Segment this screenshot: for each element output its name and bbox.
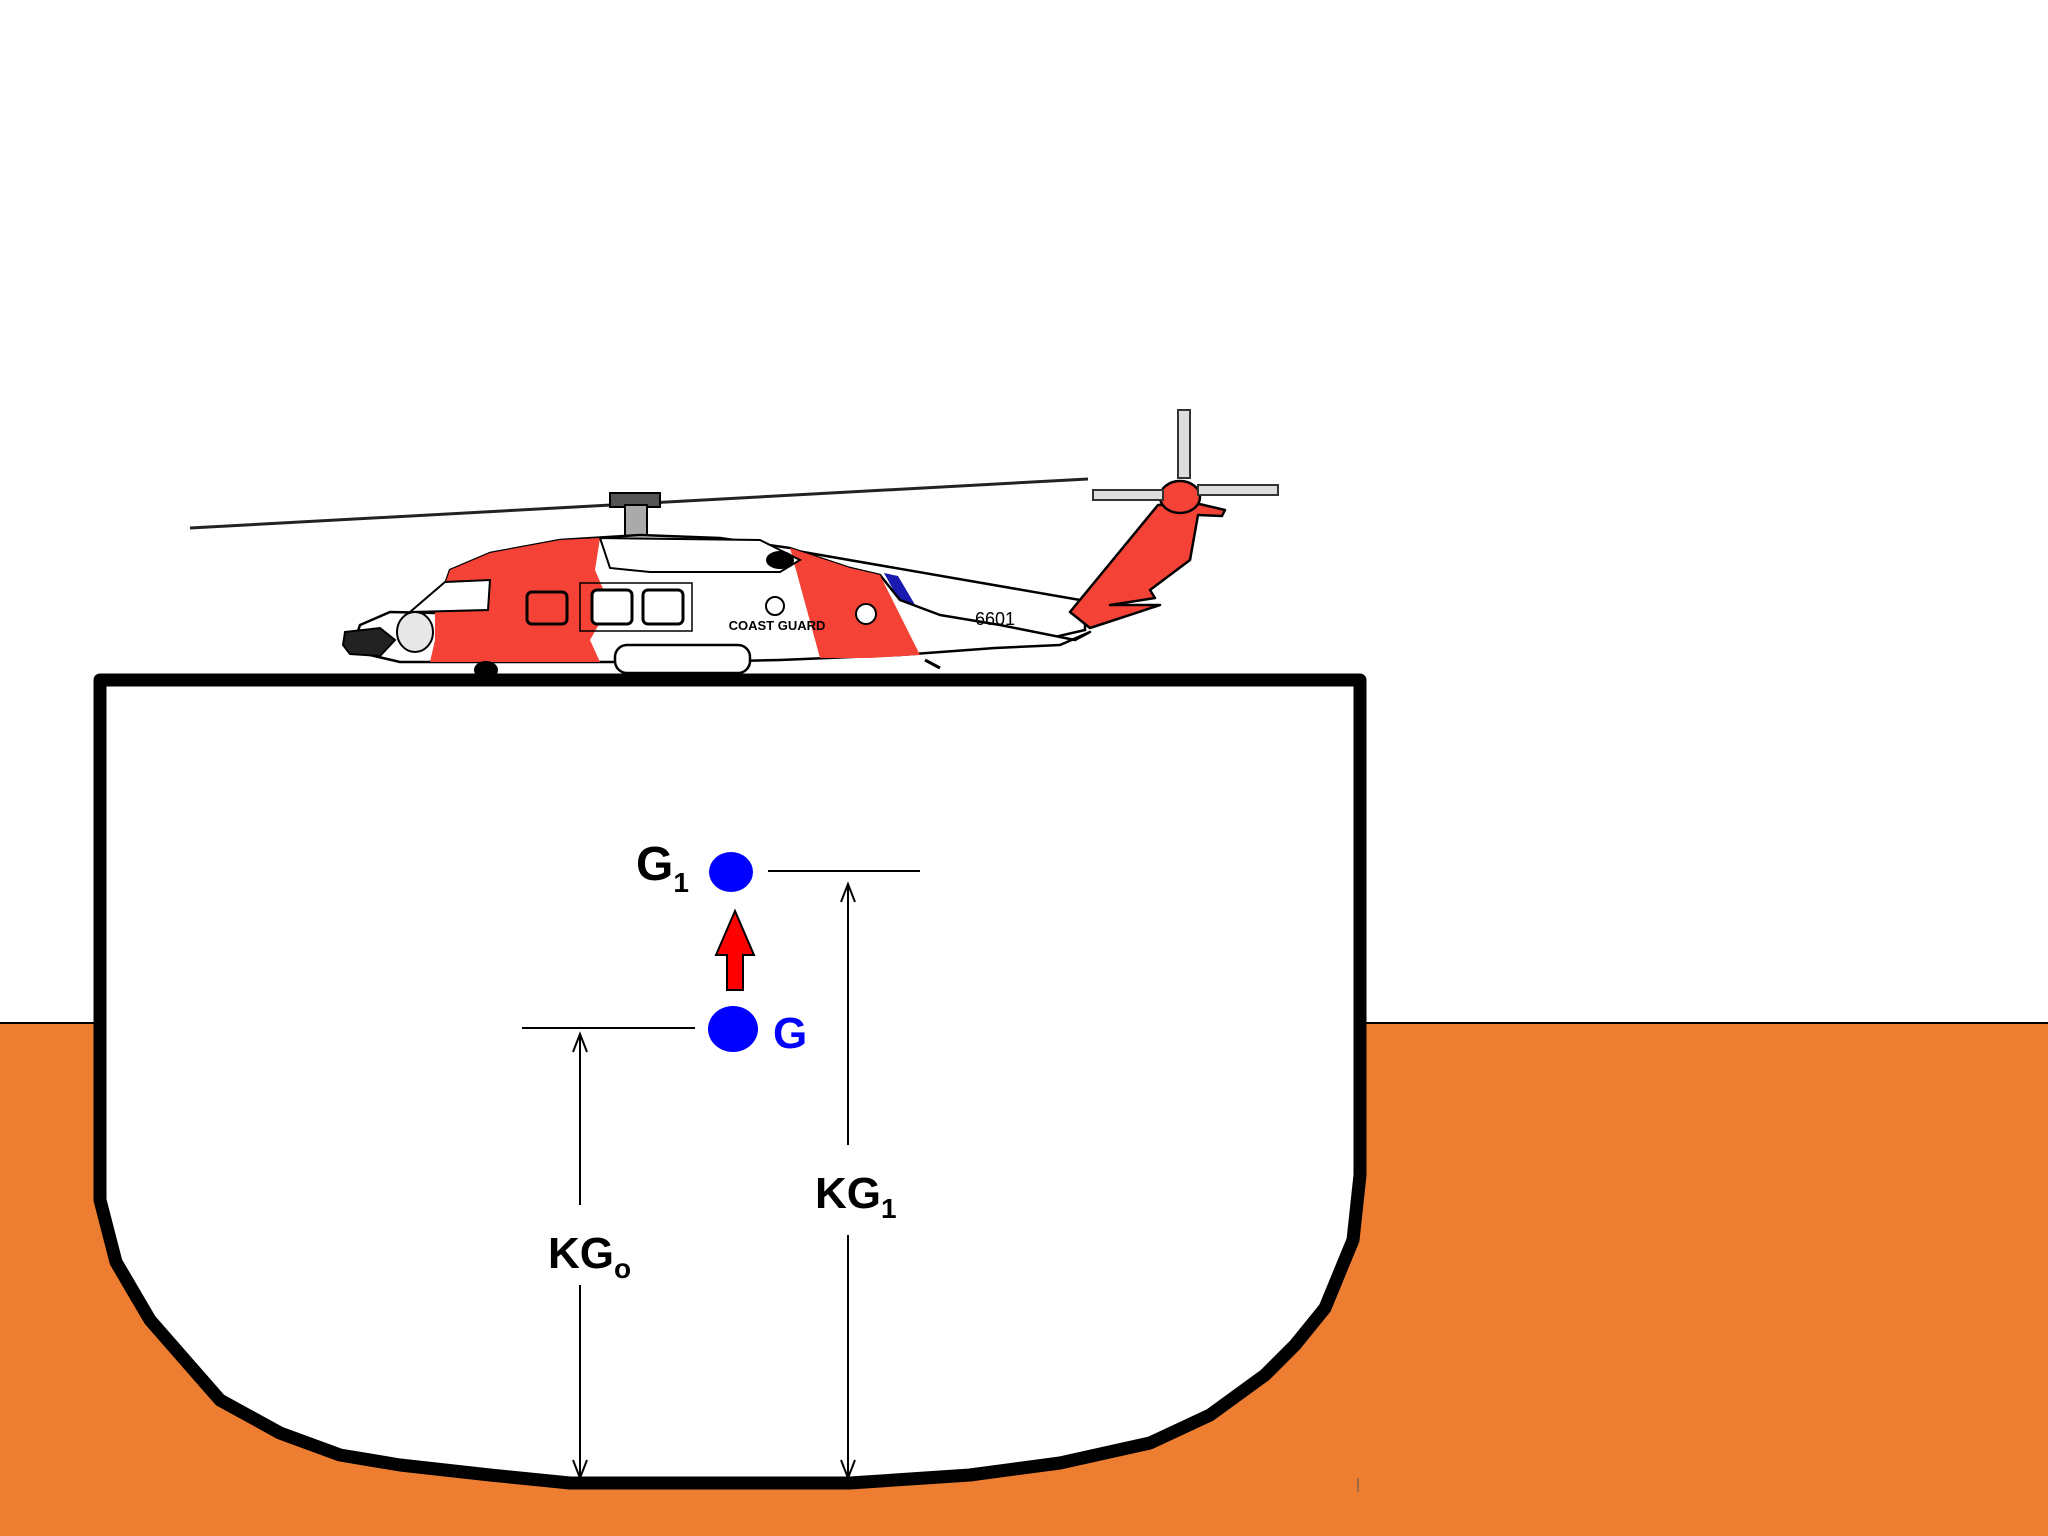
tail-rotor-blade-left (1092, 489, 1164, 501)
tail-number: 6601 (975, 609, 1015, 629)
front-wheel (474, 661, 498, 679)
rotor-mast (624, 504, 648, 538)
tail-rotor-hub (1158, 479, 1202, 515)
roundel-icon (765, 596, 785, 616)
windscreen (407, 578, 492, 614)
fuselage-red-band (790, 548, 920, 658)
tail-fin (1068, 501, 1227, 630)
window-2 (590, 588, 634, 626)
side-text: COAST GUARD (729, 618, 826, 633)
kg0-label: KGo (548, 1229, 631, 1284)
g1-point (709, 852, 753, 892)
kg0-arrow-bottom (572, 1459, 588, 1481)
fuselage-red-forward (430, 538, 610, 662)
rear-gear (924, 658, 941, 670)
sponson (613, 643, 752, 675)
engine-exhaust (766, 551, 794, 569)
tail-rotor-blade-up (1177, 409, 1191, 479)
kg0-arrow-top (572, 1031, 588, 1053)
kg1-arrow-bottom (840, 1459, 856, 1481)
g1-label: G1 (636, 838, 689, 898)
tail-rotor-blade-right (1197, 484, 1279, 496)
cabin-door (579, 582, 693, 632)
nose-sensor (396, 611, 434, 653)
window-1 (525, 590, 569, 626)
window-3 (641, 588, 685, 626)
helicopter: COAST GUARD 6601 (189, 409, 1279, 679)
kg1-arrow-top (840, 881, 856, 903)
g-shift-arrow (714, 908, 756, 991)
g-label: G (773, 1009, 807, 1058)
g-point (708, 1006, 758, 1052)
hull-section (93, 673, 1367, 1490)
nose-cone (341, 626, 397, 658)
emblem-icon (855, 603, 877, 625)
kg1-label: KG1 (815, 1169, 897, 1224)
engine-housing (598, 536, 803, 573)
